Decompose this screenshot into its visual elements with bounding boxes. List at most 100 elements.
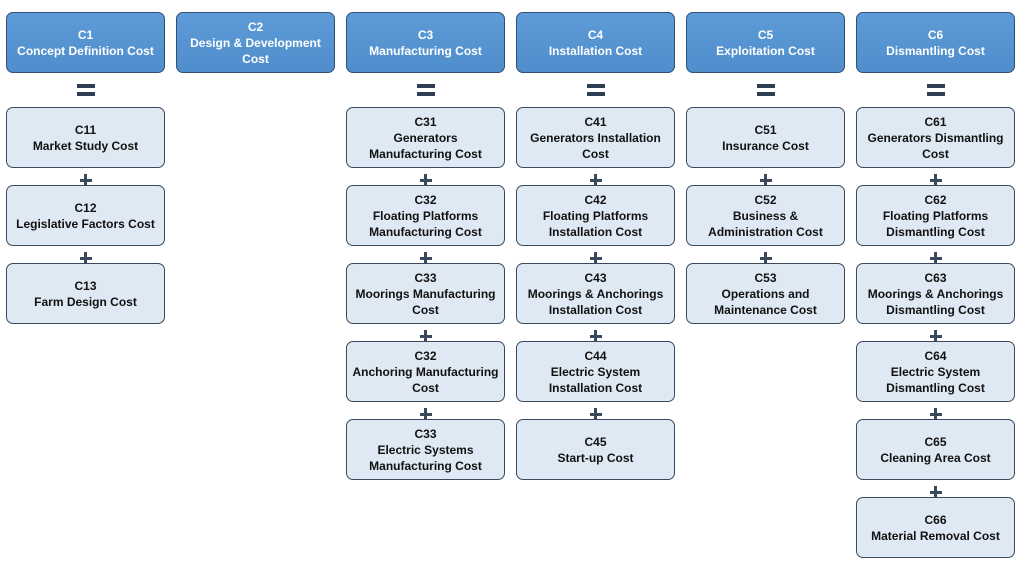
plus-icon [759,174,772,186]
cost-label: Floating Platforms Installation Cost [542,208,649,239]
cost-label: Business & Administration Cost [708,208,823,239]
cost-code: C62 [924,192,947,207]
equals-icon [926,84,945,97]
cost-label: Electric System Installation Cost [548,364,643,395]
cost-code: C11 [74,122,97,137]
cost-code: C5 [757,27,774,42]
cost-label: Electric Systems Manufacturing Cost [369,442,482,473]
plus-icon [79,252,92,264]
cost-label: Manufacturing Cost [369,43,482,58]
plus-icon [929,174,942,186]
equals-icon [76,84,95,97]
cost-code: C32 [414,348,437,363]
cost-label: Generators Installation Cost [530,130,661,161]
cost-code: C1 [77,27,94,42]
plus-icon [929,486,942,498]
cost-code: C13 [74,278,97,293]
cost-code: C3 [417,27,434,42]
cost-label: Moorings & Anchorings Dismantling Cost [867,286,1004,317]
cost-code: C63 [924,270,947,285]
plus-icon [929,330,942,342]
cost-label: Start-up Cost [557,450,634,465]
cost-code: C64 [924,348,947,363]
plus-icon [589,330,602,342]
plus-icon [589,252,602,264]
cost-code: C52 [754,192,777,207]
cost-code: C33 [414,270,437,285]
plus-icon [929,408,942,420]
plus-icon [589,174,602,186]
cost-code: C43 [584,270,607,285]
cost-code: C66 [924,512,947,527]
plus-icon [759,252,772,264]
cost-code: C32 [414,192,437,207]
plus-icon [419,174,432,186]
cost-code: C42 [584,192,607,207]
plus-icon [589,408,602,420]
cost-label: Cleaning Area Cost [880,450,991,465]
cost-code: C33 [414,426,437,441]
cost-code: C61 [924,114,947,129]
cost-label: Moorings Manufacturing Cost [355,286,496,317]
cost-label: Design & Development Cost [190,35,321,66]
cost-code: C65 [924,434,947,449]
plus-icon [419,330,432,342]
cost-label: Moorings & Anchorings Installation Cost [527,286,664,317]
cost-code: C31 [414,114,437,129]
plus-icon [79,174,92,186]
cost-code: C4 [587,27,604,42]
cost-label: Electric System Dismantling Cost [886,364,985,395]
cost-code: C51 [754,122,777,137]
cost-label: Material Removal Cost [871,528,1000,543]
cost-label: Farm Design Cost [34,294,137,309]
cost-code: C44 [584,348,607,363]
cost-label: Dismantling Cost [886,43,985,58]
cost-label: Generators Dismantling Cost [867,130,1004,161]
plus-icon [419,408,432,420]
cost-label: Floating Platforms Dismantling Cost [882,208,989,239]
cost-label: Installation Cost [548,43,643,58]
cost-code: C12 [74,200,97,215]
plus-icon [419,252,432,264]
equals-icon [416,84,435,97]
cost-label: Exploitation Cost [716,43,815,58]
cost-label: Floating Platforms Manufacturing Cost [369,208,482,239]
cost-label: Anchoring Manufacturing Cost [352,364,499,395]
plus-icon [929,252,942,264]
cost-code: C6 [927,27,944,42]
equals-icon [756,84,775,97]
cost-code: C53 [754,270,777,285]
cost-code: C2 [247,19,264,34]
cost-code: C45 [584,434,607,449]
cost-label: Insurance Cost [722,138,809,153]
equals-icon [586,84,605,97]
cost-label: Operations and Maintenance Cost [714,286,817,317]
